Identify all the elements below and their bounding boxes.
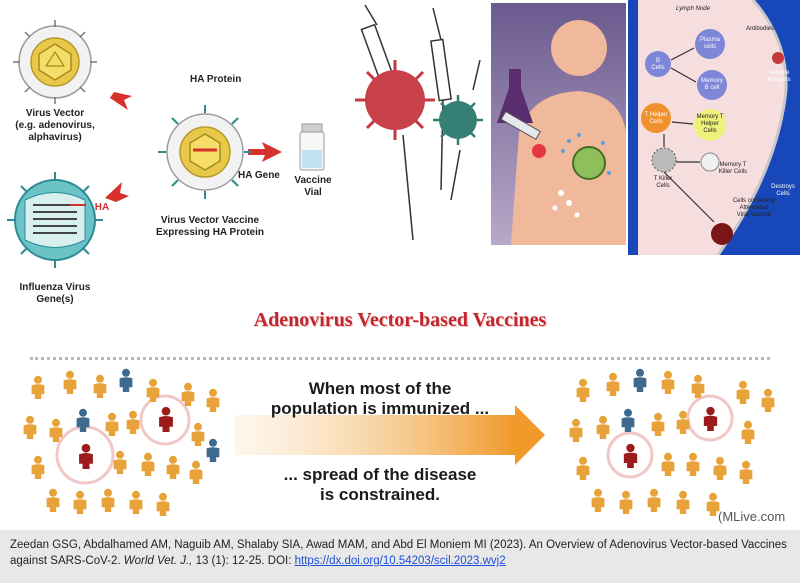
injection-syringe-icon xyxy=(500,110,546,158)
citation-details: 13 (1): 12-25. DOI: xyxy=(192,555,295,567)
citation-journal: World Vet. J., xyxy=(123,555,193,567)
virus-vector-diagram xyxy=(7,20,325,268)
progress-arrow-icon xyxy=(235,405,545,465)
b-cell-icon xyxy=(645,51,671,77)
ha-label: HA xyxy=(94,202,110,213)
memory-t-helper-label: Memory T Helper Cells xyxy=(696,114,724,134)
t-killer-label: T Killer Cells xyxy=(653,176,673,189)
crowd-before-icon xyxy=(23,368,220,516)
antibodies-label: Antibodies xyxy=(745,26,775,32)
flask-icon xyxy=(497,69,533,123)
t-killer-cell-icon xyxy=(651,147,677,173)
person-silhouette-icon xyxy=(511,20,626,245)
crowd-after-icon xyxy=(569,368,775,516)
memory-t-killer-label: Memory T Killer Cells xyxy=(718,162,748,175)
t-helper-cell-icon xyxy=(641,103,671,133)
memory-b-label: Memory B cell xyxy=(701,78,723,91)
vaccine-vial-icon xyxy=(299,123,325,171)
ha-protein-label: HA Protein xyxy=(190,74,242,85)
coronavirus-green-icon xyxy=(433,95,483,145)
virus-vector-label: Virus Vector (e.g. adenovirus, alphaviru… xyxy=(15,108,95,143)
plasma-cell-icon xyxy=(695,29,725,59)
vaccine-vial-label: Vaccine Vial xyxy=(294,175,332,198)
cells-containing-label: Cells containing Attenuated Viral Vaccin… xyxy=(732,198,776,218)
influenza-virus-icon xyxy=(7,172,103,268)
herd-message-bottom: ... spread of the disease is constrained… xyxy=(283,465,477,504)
memory-t-helper-icon xyxy=(694,109,726,141)
memory-b-cell-icon xyxy=(697,70,727,100)
virus-vector-particle-icon xyxy=(13,20,97,104)
herd-message-top: When most of the population is immunized… xyxy=(270,379,490,418)
vector-vaccine-label: Virus Vector Vaccine Expressing HA Prote… xyxy=(156,215,264,238)
memory-t-killer-icon xyxy=(700,152,720,172)
plasma-cells-label: Plasma cells xyxy=(699,37,720,50)
doi-link[interactable]: https://dx.doi.org/10.54203/scil.2023.wv… xyxy=(294,555,506,567)
influenza-virus-label: Influenza Virus Gene(s) xyxy=(19,282,91,305)
t-helper-label: T Helper Cells xyxy=(644,112,668,125)
figure-title: Adenovirus Vector-based Vaccines xyxy=(253,309,547,331)
vector-vaccine-particle-icon xyxy=(158,105,252,199)
source-credit: (MLive.com xyxy=(718,509,786,524)
immune-cell-icon xyxy=(552,133,611,218)
divider-dotted xyxy=(30,357,770,360)
vaccine-antigens-label: Vaccine Antigens xyxy=(767,70,791,83)
syringes-illustration xyxy=(355,4,483,241)
lymph-node-label: Lymph Node xyxy=(676,6,710,12)
immune-response-panel xyxy=(628,0,800,255)
herd-immunity-graphic xyxy=(23,368,775,516)
vaccine-antigen-icon xyxy=(772,52,784,64)
citation-text: Zeedan GSG, Abdalhamed AM, Naguib AM, Sh… xyxy=(10,539,787,567)
citation-box: Zeedan GSG, Abdalhamed AM, Naguib AM, Sh… xyxy=(0,530,800,583)
arrow-right-icon xyxy=(105,92,282,202)
destroys-cells-label: Destroys Cells xyxy=(771,184,795,197)
ha-gene-label: HA Gene xyxy=(238,170,280,181)
b-cells-label: B Cells xyxy=(651,58,665,71)
infected-cell-icon xyxy=(711,223,733,245)
vaccination-illustration xyxy=(491,3,626,245)
coronavirus-red-icon xyxy=(355,60,435,140)
